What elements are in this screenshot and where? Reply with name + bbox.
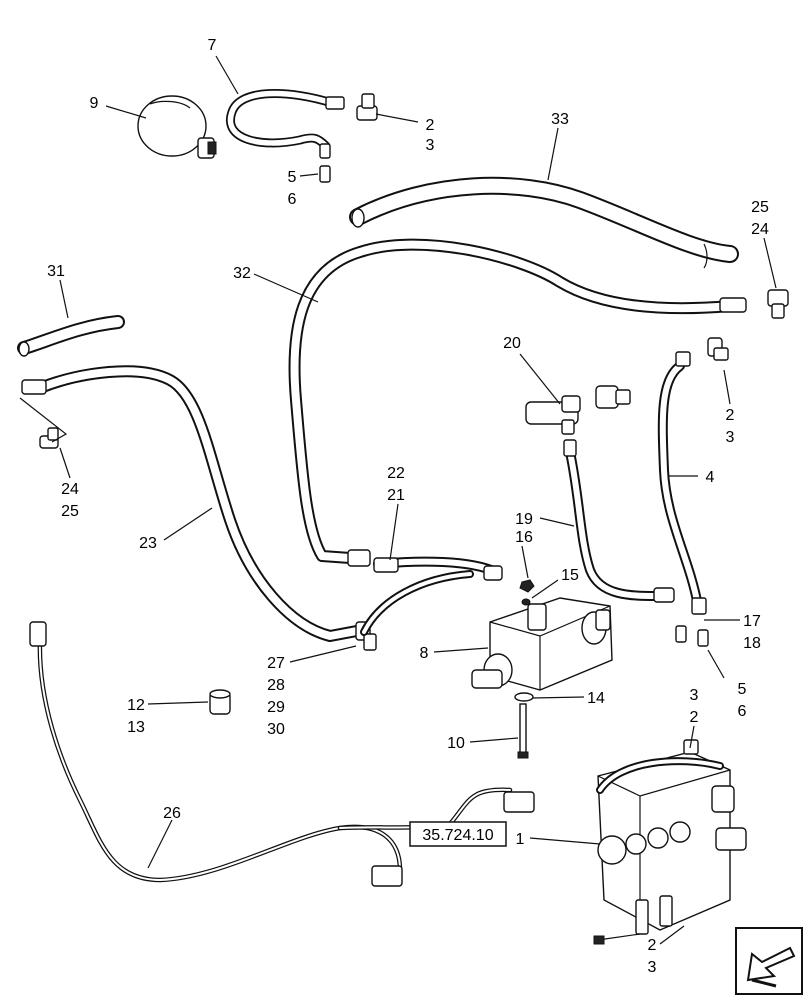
- callout-3: 3: [648, 959, 657, 976]
- callout-5: 5: [288, 169, 297, 186]
- hose-21-22: [360, 556, 503, 636]
- callout-2: 2: [426, 117, 435, 134]
- callout-1: 1: [516, 831, 525, 848]
- bolt-10: [517, 703, 529, 759]
- washer-15: [521, 598, 531, 606]
- nut-16: [519, 579, 535, 593]
- hose-31: [17, 315, 125, 357]
- callout-23: 23: [139, 535, 157, 552]
- hose-7: [226, 89, 345, 159]
- callout-27: 27: [267, 655, 285, 672]
- plug-12-13: [209, 689, 231, 715]
- callout-2: 2: [690, 709, 699, 726]
- callout-21: 21: [387, 487, 405, 504]
- nav-arrow-icon[interactable]: [735, 927, 803, 995]
- elbow-fitting-24-25-upper: [767, 289, 789, 319]
- callout-32: 32: [233, 265, 251, 282]
- callout-25: 25: [751, 199, 769, 216]
- callout-2: 2: [726, 407, 735, 424]
- callout-29: 29: [267, 699, 285, 716]
- callout-13: 13: [127, 719, 145, 736]
- hose-32: [288, 238, 747, 567]
- callout-17: 17: [743, 613, 761, 630]
- callout-4: 4: [706, 469, 715, 486]
- reference-box[interactable]: 35.724.10: [409, 821, 507, 847]
- washer-14: [514, 692, 534, 702]
- accumulator-9: [137, 95, 217, 159]
- callout-28: 28: [267, 677, 285, 694]
- callout-15: 15: [561, 567, 579, 584]
- callout-8: 8: [420, 645, 429, 662]
- callout-12: 12: [127, 697, 145, 714]
- tee-fitting-20: [525, 385, 631, 435]
- adapter-fitting-17-18: [675, 625, 709, 647]
- valve-block-8: [471, 597, 613, 691]
- callout-24: 24: [751, 221, 769, 238]
- callout-2: 2: [648, 937, 657, 954]
- callout-3: 3: [726, 429, 735, 446]
- callout-7: 7: [208, 37, 217, 54]
- elbow-fitting-2-3-mid: [707, 337, 729, 361]
- hose-4: [657, 351, 707, 615]
- callout-5: 5: [738, 681, 747, 698]
- callout-3: 3: [690, 687, 699, 704]
- callout-18: 18: [743, 635, 761, 652]
- callout-14: 14: [587, 690, 605, 707]
- callout-22: 22: [387, 465, 405, 482]
- callout-16: 16: [515, 529, 533, 546]
- adapter-fitting-5-6-top: [319, 165, 331, 183]
- callout-9: 9: [90, 95, 99, 112]
- callout-6: 6: [738, 703, 747, 720]
- callout-3: 3: [426, 137, 435, 154]
- callout-10: 10: [447, 735, 465, 752]
- callout-31: 31: [47, 263, 65, 280]
- elbow-fitting-24-25-left: [19, 397, 68, 449]
- control-valve-1: [593, 739, 747, 945]
- reference-box-label: 35.724.10: [422, 827, 493, 844]
- elbow-fitting-top: [356, 93, 378, 121]
- callout-6: 6: [288, 191, 297, 208]
- hose-19: [563, 439, 675, 603]
- leader-lines: [59, 55, 777, 945]
- callout-19: 19: [515, 511, 533, 528]
- callout-33: 33: [551, 111, 569, 128]
- callout-30: 30: [267, 721, 285, 738]
- hose-33: [349, 176, 739, 269]
- callout-24: 24: [61, 481, 79, 498]
- callout-labels: 7 9 2 3 5 6 33 25 24 31 32 20 2 3 4 24 2…: [47, 37, 769, 976]
- callout-25: 25: [61, 503, 79, 520]
- callout-26: 26: [163, 805, 181, 822]
- callout-20: 20: [503, 335, 521, 352]
